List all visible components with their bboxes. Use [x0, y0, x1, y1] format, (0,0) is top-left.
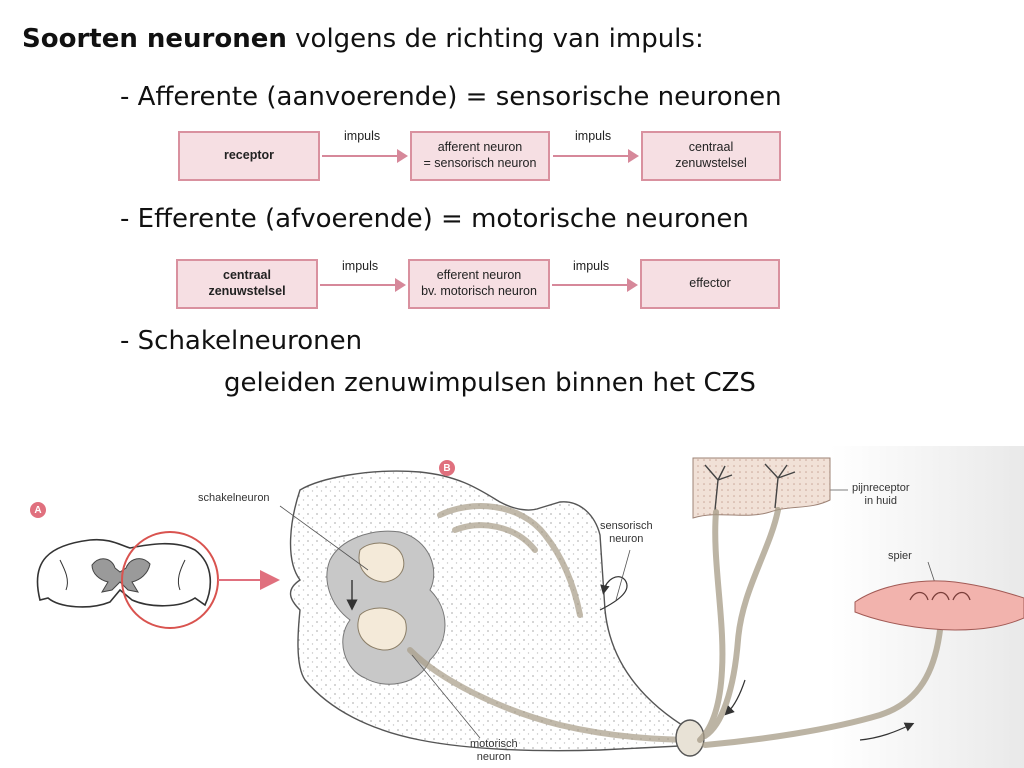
label-motorisch-line2: neuron — [476, 751, 511, 764]
afferent-neuron-box: afferent neuron= sensorisch neuron — [410, 131, 550, 181]
efferent-cns-line2: zenuwstelsel — [208, 284, 286, 298]
afferent-cns-line1: centraal — [688, 140, 734, 155]
efferent-effector-label: effector — [689, 276, 731, 291]
slide-heading-bold: Soorten neuronen — [22, 24, 287, 54]
label-spier: spier — [888, 550, 912, 562]
afferent-neuron-line1: afferent neuron — [437, 140, 523, 155]
slide-heading-rest: volgens de richting van impuls: — [286, 24, 704, 54]
efferent-title: - Efferente (afvoerende) = motorische ne… — [120, 204, 749, 234]
efferent-impulse-label-1: impuls — [342, 259, 379, 273]
panel-b-badge: B — [439, 460, 455, 476]
slide-heading: Soorten neuronen volgens de richting van… — [22, 26, 704, 52]
reflex-arc-drawing — [36, 446, 1024, 768]
label-pijnreceptor-line2: in huid — [864, 495, 897, 508]
efferent-impulse-label-2: impuls — [573, 259, 610, 273]
afferent-cns-line2: zenuwstelsel — [675, 156, 747, 170]
label-pijnreceptor-line1: pijnreceptor — [852, 482, 910, 494]
label-motorisch-line1: motorisch — [470, 738, 518, 750]
interneuron-title: - Schakelneuronen — [120, 326, 363, 356]
skin-section — [692, 457, 831, 519]
afferent-receptor-label: receptor — [223, 148, 275, 163]
spinal-cord-enlarged — [289, 470, 705, 757]
afferent-impulse-label-1: impuls — [344, 129, 381, 143]
label-schakelneuron: schakelneuron — [198, 492, 270, 504]
motor-direction-arrow — [859, 722, 915, 741]
efferent-neuron-line2: bv. motorisch neuron — [421, 284, 537, 298]
sensory-direction-arrow — [724, 679, 746, 716]
label-sensorisch-line1: sensorisch — [600, 520, 653, 532]
efferent-neuron-line1: efferent neuron — [436, 268, 522, 283]
afferent-title: - Afferente (aanvoerende) = sensorische … — [120, 82, 782, 112]
muscle-spier — [854, 580, 1024, 631]
efferent-effector-box: effector — [640, 259, 780, 309]
efferent-cns-line1: centraal — [223, 268, 271, 283]
efferent-arrow-1 — [320, 278, 406, 292]
spinal-cord-cross-section — [36, 531, 280, 629]
peripheral-nerve — [697, 507, 943, 748]
panel-a-badge: A — [30, 502, 46, 518]
afferent-impulse-label-2: impuls — [575, 129, 612, 143]
interneuron-description: geleiden zenuwimpulsen binnen het CZS — [224, 368, 756, 398]
efferent-arrow-2 — [552, 278, 638, 292]
afferent-neuron-line2: = sensorisch neuron — [423, 156, 537, 170]
afferent-arrow-1 — [322, 149, 408, 163]
label-sensorisch-line2: neuron — [609, 533, 644, 546]
afferent-arrow-2 — [553, 149, 639, 163]
afferent-receptor-box: receptor — [178, 131, 320, 181]
